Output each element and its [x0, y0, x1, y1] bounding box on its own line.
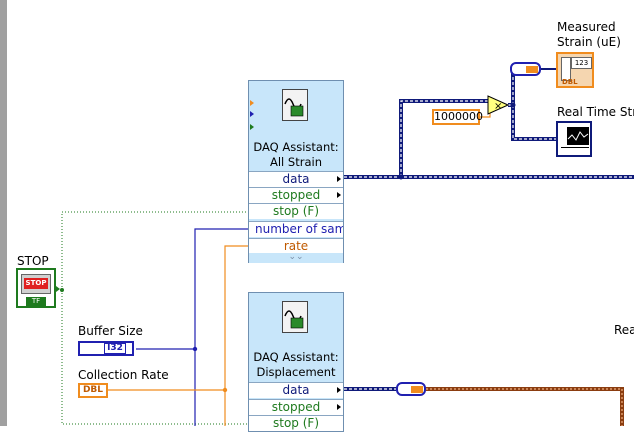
daq-assistant-displacement[interactable]: DAQ Assistant: Displacement data stopped…	[248, 292, 344, 432]
measured-strain-label-1: Measured	[557, 20, 616, 34]
buffer-size-terminal[interactable]: I32	[78, 341, 134, 356]
daq-waveform-icon	[284, 98, 304, 117]
collection-rate-wire	[108, 245, 250, 391]
buffer-size-wire	[136, 228, 250, 350]
daq-icon	[282, 301, 308, 333]
multiply-node	[487, 95, 510, 115]
multiply-symbol: ×	[494, 101, 502, 112]
stop-control-label: STOP	[17, 254, 49, 268]
measured-strain-label-2: Strain (uE)	[557, 35, 621, 49]
terminal-number-of-samples[interactable]: number of samp	[249, 221, 343, 237]
convert-icon	[526, 66, 538, 73]
terminal-data[interactable]: data	[249, 171, 343, 187]
terminal-rate-label: rate	[283, 239, 309, 253]
terminal-stop-f-label: stop (F)	[273, 204, 319, 218]
measured-strain-display: 123	[571, 57, 592, 69]
daq-strain-title-2: All Strain	[270, 155, 322, 169]
convert-dynamic-data-strain[interactable]	[510, 62, 541, 76]
terminal-stopped-label: stopped	[271, 400, 321, 414]
measured-strain-type: DBL	[562, 78, 578, 86]
displacement-data-wire	[344, 387, 624, 426]
terminal-number-of-samples-label: number of samp	[255, 222, 343, 236]
real-time-strain-label: Real Time Strai	[557, 105, 634, 119]
chart-scale-icon	[561, 147, 589, 154]
terminal-data-label: data	[282, 383, 310, 397]
strain-input-marks	[250, 100, 256, 130]
daq-displacement-title-2: Displacement	[256, 365, 336, 379]
convert-dynamic-data-displacement[interactable]	[396, 382, 426, 396]
stop-bool-wire	[61, 211, 250, 290]
terminal-stopped[interactable]: stopped	[249, 399, 343, 415]
measured-strain-array-frame	[561, 57, 571, 81]
stop-output-arrow	[56, 286, 60, 292]
terminal-data[interactable]: data	[249, 382, 343, 398]
daq-displacement-title-1: DAQ Assistant:	[253, 350, 339, 364]
terminal-stopped-label: stopped	[271, 188, 321, 202]
collection-rate-type: DBL	[82, 385, 104, 395]
stop-button-text: STOP	[24, 278, 48, 289]
chart-trace-icon	[567, 131, 589, 141]
chart-screen	[567, 127, 589, 145]
real-time-strain-chart[interactable]	[556, 121, 592, 157]
expand-chevron[interactable]: ⌄⌄	[249, 253, 343, 263]
terminal-stopped[interactable]: stopped	[249, 187, 343, 203]
stop-bool-wire-lower	[61, 290, 250, 425]
daq-strain-title-1: DAQ Assistant:	[253, 140, 339, 154]
terminal-data-label: data	[282, 172, 310, 186]
daq-assistant-strain[interactable]: DAQ Assistant: All Strain data stopped s…	[248, 80, 344, 263]
terminal-stop-f[interactable]: stop (F)	[249, 203, 343, 219]
multiply-constant-value: 1000000	[434, 110, 483, 123]
partial-indicator-label: Rea	[614, 323, 634, 337]
stop-control-terminal[interactable]: STOP TF	[16, 268, 56, 308]
diagram-left-border	[0, 0, 7, 426]
stop-button-face: STOP	[21, 274, 51, 294]
measured-strain-indicator[interactable]: 123 DBL	[556, 52, 594, 88]
collection-rate-terminal[interactable]: DBL	[78, 383, 108, 398]
collection-rate-label: Collection Rate	[78, 368, 169, 382]
buffer-size-type: I32	[104, 343, 126, 354]
daq-waveform-icon	[284, 310, 304, 329]
terminal-stop-f[interactable]: stop (F)	[249, 415, 343, 431]
daq-icon	[282, 89, 308, 121]
terminal-stop-f-label: stop (F)	[273, 416, 319, 430]
buffer-size-label: Buffer Size	[78, 324, 143, 338]
terminal-rate[interactable]: rate	[249, 238, 343, 254]
convert-icon	[411, 386, 423, 393]
multiply-constant[interactable]: 1000000	[432, 109, 483, 125]
stop-type-label: TF	[26, 297, 46, 306]
